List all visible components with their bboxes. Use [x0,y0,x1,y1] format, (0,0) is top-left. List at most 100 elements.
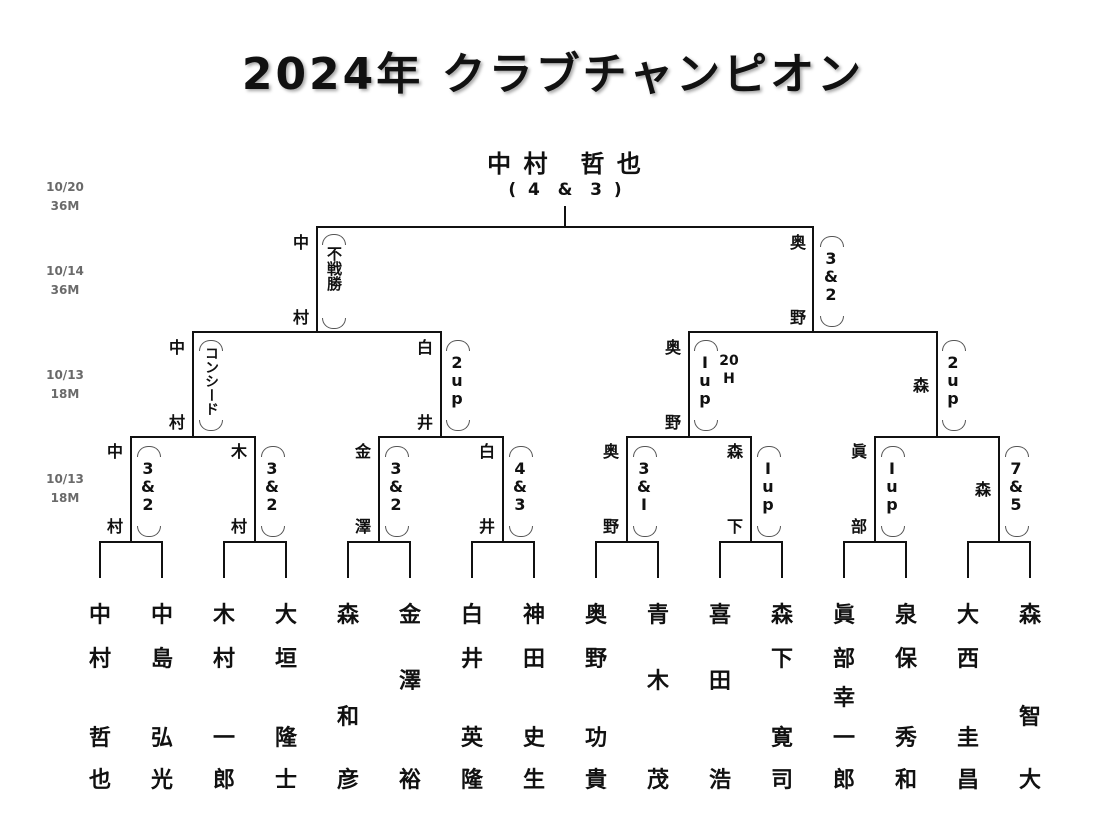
player-3-char-2: 村 [212,647,235,672]
player-6-char-1: 金 [398,603,421,628]
player-15-char-4: 圭 [956,726,979,751]
player-13-char-2: 部 [832,647,855,672]
player-7-char-5: 隆 [460,768,483,793]
qf-7-bottom: 部 [851,517,868,536]
player-15-char-2: 西 [956,647,979,672]
page-title: 2024年 クラブチャンピオン [241,49,865,100]
final-right-bottom: 野 [790,308,807,327]
bracket-pair-3 [347,541,411,578]
player-1-char-1: 中 [88,603,111,628]
semi1-result: コンシード [203,346,219,416]
player-14-char-2: 保 [894,647,917,672]
qf-2-bottom: 村 [231,517,248,536]
qf-2-result: 3&2 [265,459,279,514]
bracket-pair-8 [967,541,1031,578]
player-10-char-5: 茂 [646,768,669,793]
player-5-char-1: 森 [336,603,359,628]
semi1-top: 中 [169,338,186,357]
player-6-char-5: 裕 [398,768,421,793]
player-16-char-1: 森 [1018,603,1041,628]
player-15-char-1: 大 [956,603,979,628]
qf-4-top: 白 [479,442,496,461]
player-14-char-4: 秀 [894,726,917,751]
player-13-char-5: 郎 [832,768,855,793]
player-13-char-3: 幸 [832,686,855,711]
qf-8-top: 森 [975,480,992,499]
player-14-char-5: 和 [894,768,917,793]
qf-3-bottom: 澤 [355,517,372,536]
player-4-char-2: 垣 [274,647,297,672]
qf-3-top: 金 [355,442,372,461]
champion-score: ( 4 & 3 ) [508,180,622,200]
semi1-bottom: 村 [169,413,186,432]
bracket-pair-6 [719,541,783,578]
player-3-char-1: 木 [212,603,235,628]
player-2-char-5: 光 [150,768,173,793]
qf-4-result: 4&3 [513,459,527,514]
qf-2-top: 木 [231,442,248,461]
qf-4-bottom: 井 [479,517,496,536]
player-15-char-5: 昌 [956,768,979,793]
player-4-char-4: 隆 [274,726,297,751]
player-4-char-5: 士 [274,768,297,793]
player-8-char-5: 生 [522,768,545,793]
player-16-char-3: 智 [1018,705,1041,730]
qf-7-top: 眞 [851,442,868,461]
player-2-char-4: 弘 [150,726,173,751]
qf-6-bottom: 下 [727,517,744,536]
qf-1-result: 3&2 [141,459,155,514]
bracket-pair-7 [843,541,907,578]
player-12-char-1: 森 [770,603,793,628]
bracket-pair-4 [471,541,535,578]
player-4-char-1: 大 [274,603,297,628]
semi3-bottom: 野 [665,413,682,432]
player-14-char-1: 泉 [894,603,917,628]
player-9-char-1: 奥 [584,603,607,628]
player-12-char-4: 寛 [770,726,793,751]
semi4-top: 森 [913,376,930,395]
qf-5-top: 奥 [603,442,620,461]
player-6-char-3: 澤 [398,669,421,694]
player-7-char-4: 英 [460,726,483,751]
qf-6-top: 森 [727,442,744,461]
bracket-final [316,226,814,332]
bracket-sf-1 [192,331,442,437]
qf-1-bottom: 村 [107,517,124,536]
champion-name: 中 村 哲 也 [487,150,643,178]
player-13-char-1: 眞 [832,603,855,628]
player-5-char-3: 和 [336,705,359,730]
player-10-char-3: 木 [646,669,669,694]
bracket-pair-1 [99,541,163,578]
player-9-char-5: 貴 [584,768,607,793]
player-13-char-4: 一 [832,726,855,751]
bracket-pair-5 [595,541,659,578]
player-7-char-2: 井 [460,647,483,672]
final-left-top: 中 [293,233,310,252]
player-16-char-5: 大 [1018,768,1041,793]
player-3-char-5: 郎 [212,768,235,793]
semi2-bottom: 井 [417,413,434,432]
player-12-char-5: 司 [770,768,793,793]
bracket-pair-2 [223,541,287,578]
qf-3-result: 3&2 [389,459,403,514]
player-11-char-5: 浩 [708,768,731,793]
qf-1-top: 中 [107,442,124,461]
final-left-bottom: 村 [293,308,310,327]
player-9-char-2: 野 [584,647,607,672]
qf-8-result: 7&5 [1009,459,1023,514]
final-right-top: 奥 [790,233,807,252]
player-5-char-5: 彦 [336,768,359,793]
player-3-char-4: 一 [212,726,235,751]
player-7-char-1: 白 [460,603,483,628]
